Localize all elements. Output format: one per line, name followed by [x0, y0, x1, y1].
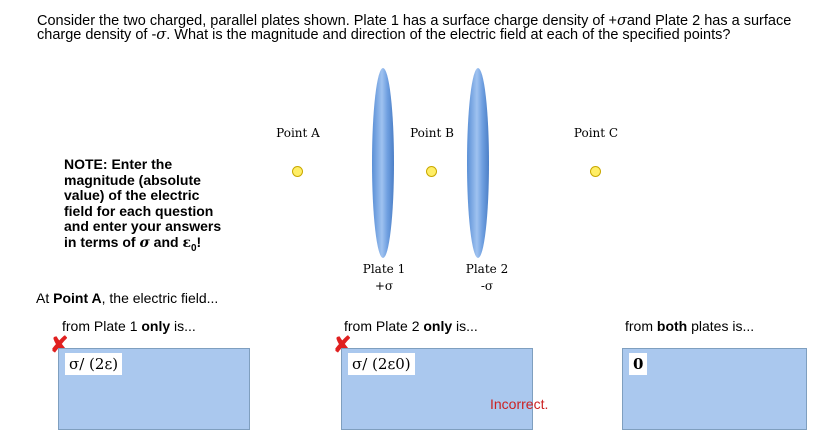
- point-a-marker: [292, 166, 303, 177]
- plate-2-charge: -σ: [480, 279, 494, 293]
- note-body: NOTE: Enter the magnitude (absolute valu…: [64, 156, 222, 250]
- plate-1: [372, 68, 394, 258]
- sigma-symbol: σ: [139, 234, 150, 251]
- plate-2: [467, 68, 489, 258]
- answer-value: σ/ (2ε): [65, 353, 123, 375]
- answer-value: σ/ (2ε0): [348, 353, 415, 375]
- label-pre: from: [625, 318, 657, 334]
- point-a-label: Point A: [276, 126, 320, 140]
- label-pre: from Plate 2: [344, 318, 424, 334]
- question-plate2-label: from Plate 2 only is...: [344, 318, 478, 334]
- intro-post: , the electric field...: [101, 290, 219, 306]
- question-text: Consider the two charged, parallel plate…: [37, 13, 797, 43]
- plate-2-label: Plate 2: [465, 262, 509, 276]
- epsilon-symbol: ε: [182, 234, 191, 251]
- answer-field-plate1[interactable]: σ/ (2ε): [58, 348, 250, 430]
- plate-1-label: Plate 1: [362, 262, 406, 276]
- note-and: and: [149, 233, 183, 250]
- point-a-intro: At Point A, the electric field...: [36, 290, 218, 306]
- question-plate1-label: from Plate 1 only is...: [62, 318, 196, 334]
- intro-pre: At: [36, 290, 54, 306]
- question-part3: . What is the magnitude and direction of…: [166, 27, 731, 43]
- label-post: is...: [170, 318, 196, 334]
- question-part2: and Plate 2 has a surface charge density…: [37, 13, 792, 43]
- question-both-label: from both plates is...: [625, 318, 754, 334]
- point-b-marker: [426, 166, 437, 177]
- point-b-label: Point B: [410, 126, 454, 140]
- label-post: is...: [452, 318, 478, 334]
- question-part1: Consider the two charged, parallel plate…: [37, 13, 617, 29]
- point-c-marker: [590, 166, 601, 177]
- label-post: plates is...: [687, 318, 755, 334]
- point-c-label: Point C: [573, 126, 619, 140]
- answer-field-both[interactable]: 0: [622, 348, 807, 430]
- intro-point: Point A: [53, 290, 102, 306]
- note-end: !: [196, 233, 202, 250]
- feedback-incorrect: Incorrect.: [490, 396, 549, 412]
- sigma-symbol: σ: [616, 13, 627, 29]
- plate-1-charge: +σ: [374, 279, 394, 293]
- answer-field-plate2[interactable]: σ/ (2ε0): [341, 348, 533, 430]
- label-bold: only: [423, 318, 453, 334]
- label-bold: both: [656, 318, 688, 334]
- note-text: NOTE: Enter the magnitude (absolute valu…: [64, 156, 224, 256]
- label-bold: only: [141, 318, 171, 334]
- sigma-symbol: σ: [156, 27, 167, 43]
- epsilon-subscript: 0: [190, 242, 197, 254]
- label-pre: from Plate 1: [62, 318, 142, 334]
- answer-value: 0: [629, 353, 648, 375]
